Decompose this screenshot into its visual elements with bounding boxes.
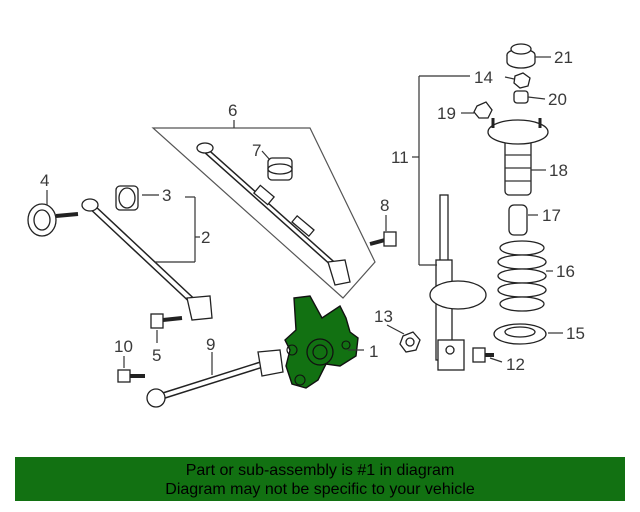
nut-19 <box>473 101 493 119</box>
bolt-10 <box>117 369 145 383</box>
callout-5: 5 <box>152 346 161 365</box>
callout-4: 4 <box>40 171 49 190</box>
callout-19: 19 <box>437 104 456 123</box>
callout-10: 10 <box>114 337 133 356</box>
cap-21 <box>506 43 536 69</box>
callout-3: 3 <box>162 186 171 205</box>
dust-boot-18 <box>487 118 549 196</box>
callout-labels: 1 2 3 4 5 6 7 8 9 10 11 12 13 14 15 16 1… <box>40 48 585 374</box>
callout-11: 11 <box>391 148 409 167</box>
washer-20 <box>513 90 529 104</box>
lateral-rod <box>196 142 351 286</box>
callout-9: 9 <box>206 335 215 354</box>
callout-13: 13 <box>374 307 393 326</box>
nut-14 <box>513 72 531 89</box>
nut-13 <box>399 331 421 353</box>
control-arm-2 <box>81 198 213 321</box>
rod-9 <box>146 349 284 408</box>
callout-14: 14 <box>474 68 493 87</box>
bolt-12 <box>472 347 494 363</box>
bolt-5 <box>150 313 183 329</box>
shock-strut-11 <box>429 194 487 371</box>
bolt-8 <box>369 231 397 247</box>
callout-21: 21 <box>554 48 573 67</box>
callout-2: 2 <box>201 228 210 247</box>
parts-diagram: 1 2 3 4 5 6 7 8 9 10 11 12 13 14 15 16 1… <box>27 43 585 408</box>
leader-lines <box>46 56 563 375</box>
callout-17: 17 <box>542 206 561 225</box>
callout-1: 1 <box>369 342 378 361</box>
bushing-4 <box>27 203 79 237</box>
coil-spring-16 <box>497 240 547 312</box>
notice-line-1: Part or sub-assembly is #1 in diagram <box>185 462 455 479</box>
callout-16: 16 <box>556 262 575 281</box>
callout-18: 18 <box>549 161 568 180</box>
callout-6: 6 <box>228 101 237 120</box>
bushing-3 <box>115 185 139 211</box>
spring-seat-15 <box>493 323 547 345</box>
bushing-7 <box>267 157 293 181</box>
callout-12: 12 <box>506 355 525 374</box>
callout-8: 8 <box>380 196 389 215</box>
callout-20: 20 <box>548 90 567 109</box>
bump-stop-17 <box>508 204 528 236</box>
steering-knuckle-highlighted <box>284 295 359 389</box>
diagram-notice-banner: Part or sub-assembly is #1 in diagram Di… <box>15 457 625 501</box>
callout-7: 7 <box>252 141 261 160</box>
notice-line-2: Diagram may not be specific to your vehi… <box>165 481 475 498</box>
callout-15: 15 <box>566 324 585 343</box>
